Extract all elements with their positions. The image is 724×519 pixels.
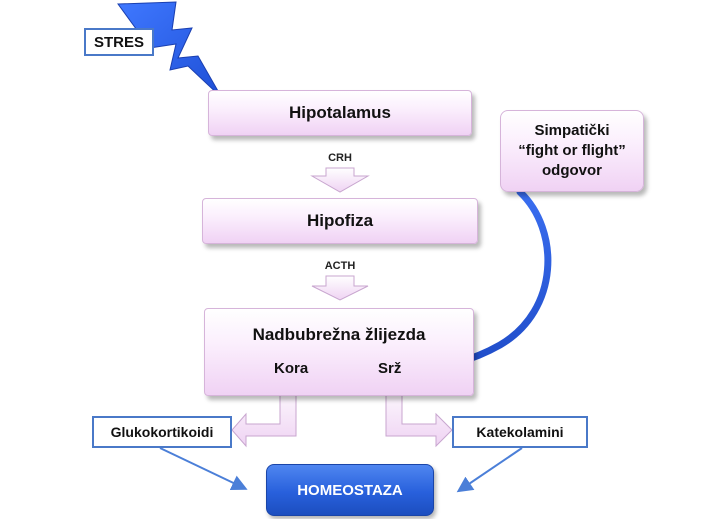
nadbubrezna-label: Nadbubrežna žlijezda: [252, 325, 426, 344]
glukokortikoidi-label: Glukokortikoidi: [110, 424, 214, 440]
acth-down-arrow: [311, 275, 369, 301]
hipotalamus-box: Hipotalamus: [208, 90, 472, 136]
stres-box: STRES: [84, 28, 154, 56]
glukokortikoidi-box: Glukokortikoidi: [92, 416, 232, 448]
stres-label: STRES: [93, 33, 144, 51]
homeostaza-label: HOMEOSTAZA: [297, 481, 403, 499]
srz-elbow-arrow: [385, 379, 453, 448]
crh-down-arrow: [310, 167, 370, 193]
kora-label: Kora: [274, 360, 309, 377]
lightning-bolt-icon: [117, 1, 223, 99]
nadbubrezna-box: Nadbubrežna žlijezda: [204, 308, 474, 396]
katekolamini-label: Katekolamini: [476, 424, 564, 440]
hipofiza-label: Hipofiza: [306, 211, 374, 230]
homeostaza-box: HOMEOSTAZA: [266, 464, 434, 516]
simpaticki-box: Simpatički “fight or flight” odgovor: [500, 110, 644, 192]
simpaticki-line2: “fight or flight”: [518, 142, 626, 159]
simpaticki-line1: Simpatički: [534, 122, 610, 139]
glukokortikoidi-to-homeostaza-arrow: [159, 447, 248, 491]
srz-label: Srž: [378, 360, 402, 377]
katekolamini-to-homeostaza-arrow: [456, 447, 523, 493]
crh-label: CRH: [328, 152, 352, 164]
hipotalamus-label: Hipotalamus: [288, 103, 392, 122]
kora-elbow-arrow: [231, 379, 297, 448]
simpaticki-line3: odgovor: [542, 162, 602, 179]
katekolamini-box: Katekolamini: [452, 416, 588, 448]
acth-label: ACTH: [324, 260, 356, 272]
hipofiza-box: Hipofiza: [202, 198, 478, 244]
